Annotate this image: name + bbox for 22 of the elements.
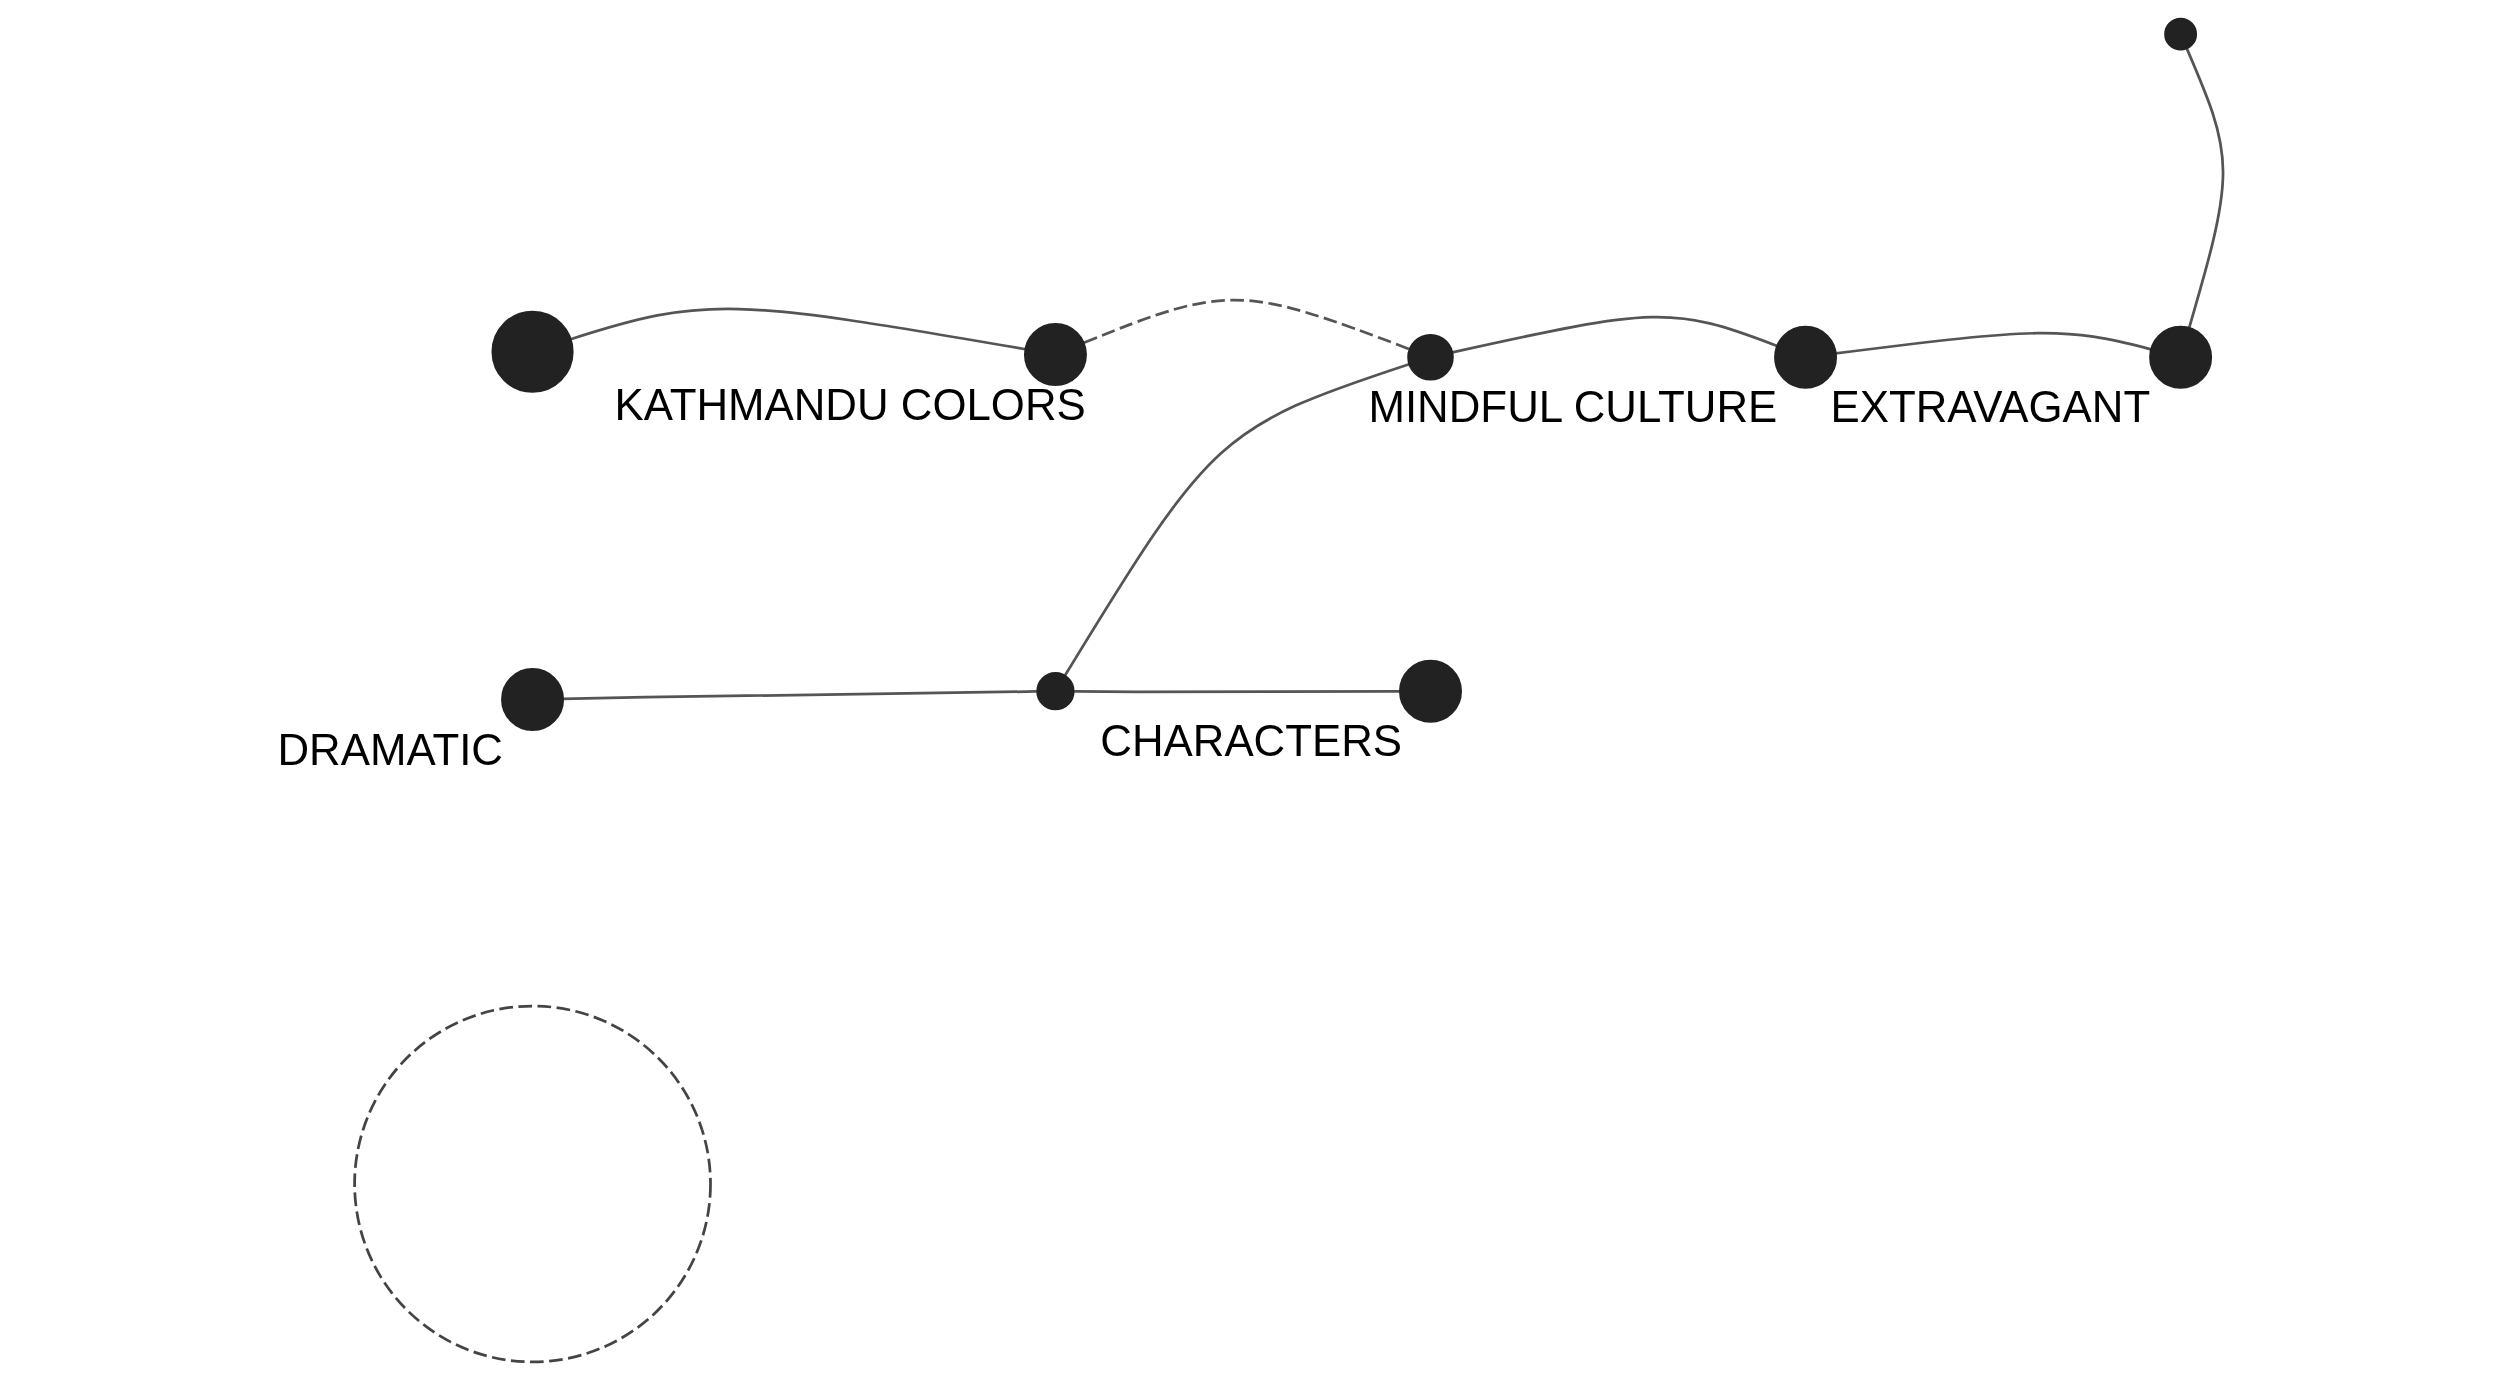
node-label: DRAMATIC [276,724,503,774]
node-circle [491,310,574,393]
node-circle [2163,17,2197,51]
node-circle [500,667,564,731]
node-label: KATHMANDU COLORS [613,379,1086,429]
connector [1835,331,2151,355]
node-circle [1035,672,1075,711]
node-circle [1406,333,1454,381]
connector [1451,315,1778,354]
node-circle [1023,322,1087,386]
connector [562,690,1037,701]
connector [1073,689,1400,694]
node-label: MINDFUL CULTURE [1367,382,1777,432]
connector [1082,298,1410,351]
node-circle [1398,659,1462,723]
node-label: CHARACTERS [1099,716,1402,766]
connector [1063,362,1410,676]
node-label: EXTRAVAGANT [1830,382,2150,432]
node-circle [2148,325,2212,389]
node-circle [352,1004,712,1364]
node-circle [1773,325,1837,389]
connector [569,307,1026,351]
